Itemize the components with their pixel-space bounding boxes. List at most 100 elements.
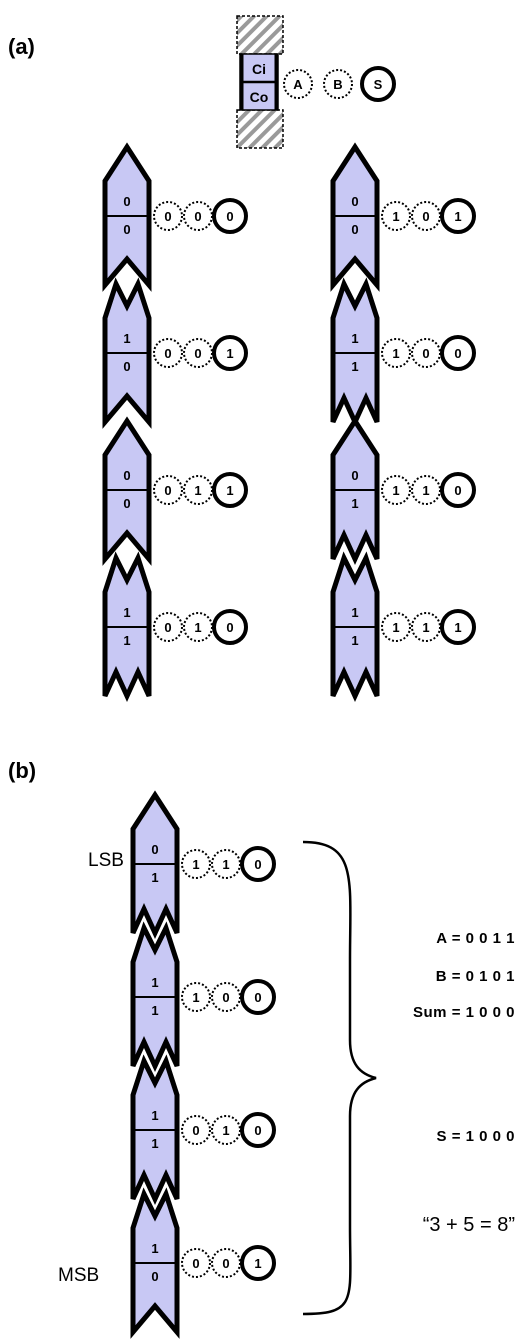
tile-ci-value: 0 xyxy=(123,468,130,483)
tile-co-value: 1 xyxy=(151,1003,158,1018)
sum-output-value: 0 xyxy=(254,1123,261,1138)
input-b-value: 0 xyxy=(222,990,229,1005)
sum-output-value: 0 xyxy=(454,483,461,498)
sum-output-circle xyxy=(212,472,248,508)
tile-ci-value: 0 xyxy=(351,194,358,209)
input-b-value: 1 xyxy=(194,483,201,498)
legend-hatch-bottom xyxy=(236,109,284,149)
sum-output-circle xyxy=(440,335,476,371)
input-b-value: 0 xyxy=(422,209,429,224)
chain-tile-3: 1 1 0 1 0 xyxy=(130,1054,276,1206)
legend-ci-label: Ci xyxy=(252,61,266,77)
sum-output-circle xyxy=(440,198,476,234)
input-a-circle xyxy=(153,201,183,231)
tile-ci-value: 1 xyxy=(151,1108,158,1123)
equation-sum: Sum = 1 0 0 0 xyxy=(413,1004,515,1021)
legend-b-label: B xyxy=(333,77,342,92)
equation-s: S = 1 0 0 0 xyxy=(436,1128,515,1145)
legend-s-label: S xyxy=(374,77,383,92)
msb-label: MSB xyxy=(58,1265,100,1286)
tile-ci-value: 0 xyxy=(123,194,130,209)
input-a-value: 1 xyxy=(392,346,399,361)
legend-circle-s xyxy=(360,66,396,102)
sum-output-circle xyxy=(240,846,276,882)
input-a-circle xyxy=(181,849,211,879)
input-a-circle xyxy=(153,338,183,368)
sum-output-circle xyxy=(440,609,476,645)
tile-co-value: 1 xyxy=(351,359,358,374)
sum-output-value: 1 xyxy=(226,483,233,498)
input-a-circle xyxy=(181,982,211,1012)
tile-ci-value: 0 xyxy=(351,468,358,483)
sum-output-value: 1 xyxy=(254,1256,261,1271)
input-a-value: 0 xyxy=(192,1256,199,1271)
tile-ci-value: 1 xyxy=(123,331,130,346)
sum-output-circle xyxy=(212,335,248,371)
tile-ci-value: 1 xyxy=(351,605,358,620)
tile-co-value: 1 xyxy=(151,1136,158,1151)
input-a-circle xyxy=(181,1115,211,1145)
tile-ci-value: 1 xyxy=(151,1241,158,1256)
input-a-circle xyxy=(381,338,411,368)
tile-co-value: 0 xyxy=(123,359,130,374)
legend-circle-b xyxy=(323,69,353,99)
input-b-value: 1 xyxy=(194,620,201,635)
panel-b-label: (b) xyxy=(8,758,37,783)
equation-quote: “3 + 5 = 8” xyxy=(422,1214,515,1236)
sum-output-value: 0 xyxy=(254,857,261,872)
input-a-circle xyxy=(381,475,411,505)
chain-tile-4: 1 0 0 0 1 xyxy=(130,1187,276,1339)
legend-co-label: Co xyxy=(250,89,269,105)
input-b-value: 0 xyxy=(194,209,201,224)
sum-output-circle xyxy=(212,198,248,234)
input-a-value: 0 xyxy=(164,209,171,224)
input-a-circle xyxy=(153,475,183,505)
legend-a-label: A xyxy=(293,77,303,92)
input-a-circle xyxy=(381,612,411,642)
input-a-value: 0 xyxy=(192,1123,199,1138)
sum-output-circle xyxy=(212,609,248,645)
tile-co-value: 1 xyxy=(151,870,158,885)
tile-co-value: 1 xyxy=(351,633,358,648)
truth-table-tile-1: 0 0 0 0 0 xyxy=(102,142,248,292)
sum-output-value: 1 xyxy=(454,620,461,635)
input-b-value: 0 xyxy=(422,346,429,361)
input-b-value: 1 xyxy=(222,857,229,872)
sum-output-value: 0 xyxy=(254,990,261,1005)
sum-output-value: 0 xyxy=(226,620,233,635)
input-b-value: 0 xyxy=(222,1256,229,1271)
sum-output-value: 0 xyxy=(454,346,461,361)
tile-ci-value: 1 xyxy=(151,975,158,990)
tile-co-value: 0 xyxy=(123,222,130,237)
input-a-value: 0 xyxy=(164,483,171,498)
legend-hatch-top xyxy=(236,15,284,55)
equation-a: A = 0 0 1 1 xyxy=(436,930,515,947)
tile-ci-value: 1 xyxy=(123,605,130,620)
sum-output-circle xyxy=(240,979,276,1015)
input-a-circle xyxy=(181,1248,211,1278)
input-a-circle xyxy=(381,201,411,231)
sum-output-circle xyxy=(240,1112,276,1148)
input-b-value: 1 xyxy=(222,1123,229,1138)
tile-co-value: 0 xyxy=(351,222,358,237)
input-a-value: 1 xyxy=(192,857,199,872)
input-a-value: 1 xyxy=(392,483,399,498)
sum-output-value: 0 xyxy=(226,209,233,224)
lsb-label: LSB xyxy=(88,850,124,871)
sum-output-circle xyxy=(240,1245,276,1281)
tile-co-value: 0 xyxy=(151,1269,158,1284)
input-b-value: 0 xyxy=(194,346,201,361)
sum-output-value: 1 xyxy=(226,346,233,361)
legend-circle-a xyxy=(283,69,313,99)
panel-a-label: (a) xyxy=(8,34,35,59)
